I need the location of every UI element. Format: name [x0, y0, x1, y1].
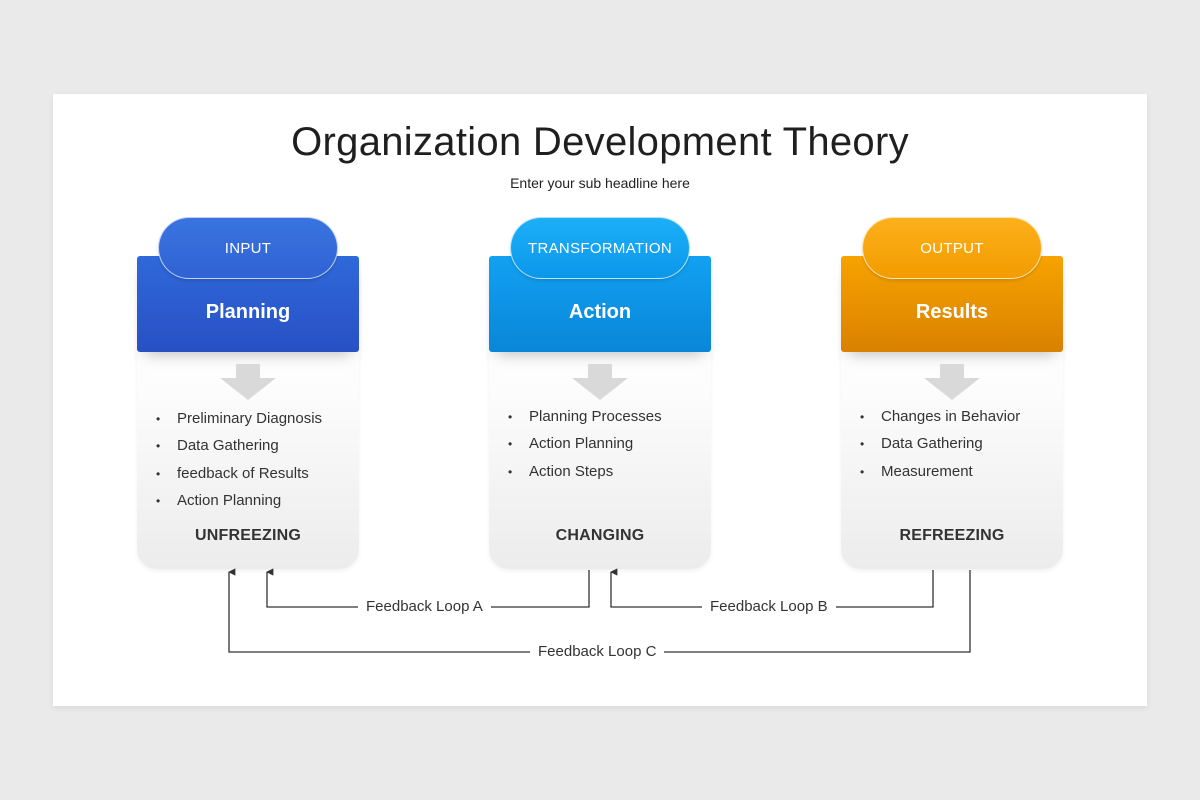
bullet-icon: •	[860, 410, 865, 424]
list-item: •Action Planning	[156, 490, 322, 517]
down-arrow-icon	[924, 364, 980, 400]
bullet-icon: •	[860, 437, 865, 452]
feedback-loop-c-label: Feedback Loop C	[530, 643, 665, 660]
bullet-icon: •	[860, 464, 865, 479]
list-item: •Preliminary Diagnosis	[156, 408, 322, 435]
list-item: •Action Steps	[508, 461, 662, 488]
list-item: •Changes in Behavior	[860, 406, 1020, 433]
card-transformation: Action TRANSFORMATION •Planning Processe…	[489, 217, 711, 569]
card-stage-label: CHANGING	[555, 527, 645, 544]
card-heading: Planning	[205, 300, 291, 323]
feedback-loop-c-line	[228, 568, 971, 653]
card-tag-pill: OUTPUT	[862, 217, 1042, 279]
card-input: Planning INPUT •Preliminary Diagnosis •D…	[137, 217, 359, 569]
bullet-icon: •	[156, 466, 161, 481]
bullet-icon: •	[508, 437, 513, 452]
card-stage-label: REFREEZING	[899, 527, 1005, 544]
card-heading: Action	[568, 300, 632, 323]
down-arrow-icon	[220, 364, 276, 400]
list-item: •Planning Processes	[508, 406, 662, 433]
bullet-icon: •	[156, 412, 161, 426]
bullet-icon: •	[508, 464, 513, 479]
card-tag: OUTPUT	[920, 239, 984, 257]
list-item: •Action Planning	[508, 433, 662, 460]
card-stage-label: UNFREEZING	[195, 527, 301, 544]
card-bullet-list: •Planning Processes •Action Planning •Ac…	[508, 406, 662, 488]
feedback-loop-b-label: Feedback Loop B	[702, 598, 836, 615]
card-bullet-list: •Changes in Behavior •Data Gathering •Me…	[860, 406, 1020, 488]
feedback-loop-a-label: Feedback Loop A	[358, 598, 491, 615]
bullet-icon: •	[156, 439, 161, 454]
list-item: •feedback of Results	[156, 463, 322, 490]
list-item: •Data Gathering	[860, 433, 1020, 460]
down-arrow-icon	[572, 364, 628, 400]
card-tag: TRANSFORMATION	[528, 239, 672, 257]
card-heading: Results	[915, 300, 989, 323]
list-item: •Measurement	[860, 461, 1020, 488]
page-title: Organization Development Theory	[291, 120, 909, 164]
card-output: Results OUTPUT •Changes in Behavior •Dat…	[841, 217, 1063, 569]
list-item: •Data Gathering	[156, 435, 322, 462]
bullet-icon: •	[508, 410, 513, 424]
card-tag-pill: INPUT	[158, 217, 338, 279]
card-tag-pill: TRANSFORMATION	[510, 217, 690, 279]
bullet-icon: •	[156, 493, 161, 508]
card-bullet-list: •Preliminary Diagnosis •Data Gathering •…	[156, 408, 322, 517]
page-subtitle: Enter your sub headline here	[510, 175, 690, 191]
card-tag: INPUT	[224, 239, 272, 257]
